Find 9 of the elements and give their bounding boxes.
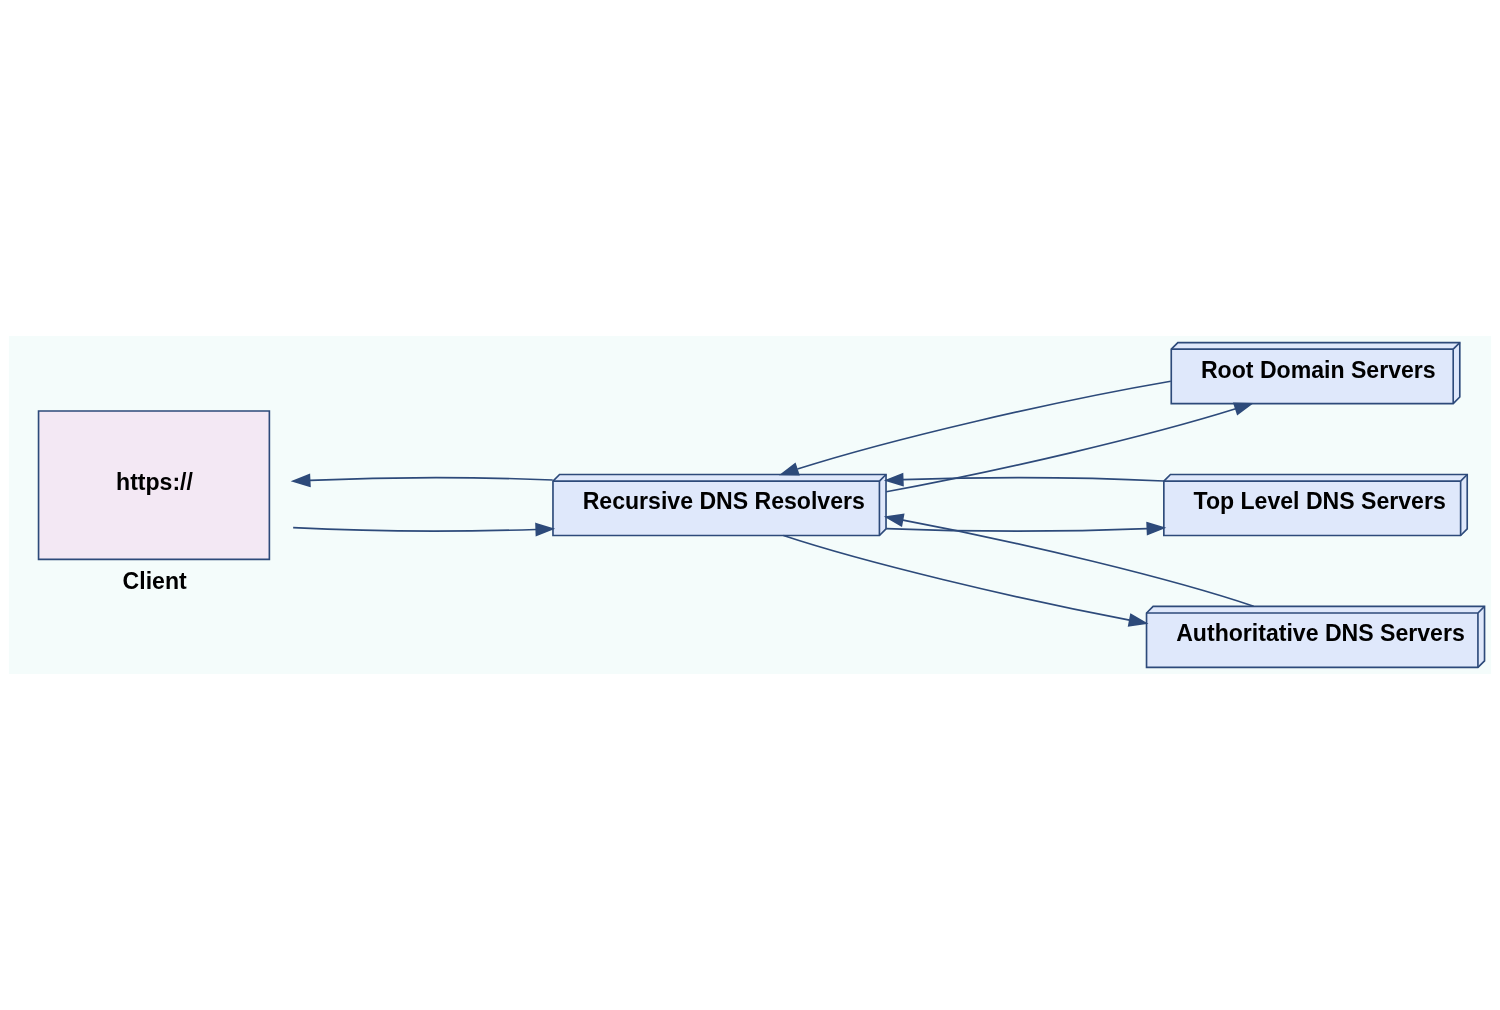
arrow: [885, 402, 1254, 493]
arrow: [883, 472, 1165, 487]
arrow: [883, 513, 1255, 608]
arrow: [292, 522, 556, 537]
arrow: [782, 534, 1149, 627]
arrow: [778, 380, 1172, 476]
node-label: Client: [122, 568, 187, 595]
arrow: [290, 473, 554, 488]
arrow: [885, 521, 1167, 536]
